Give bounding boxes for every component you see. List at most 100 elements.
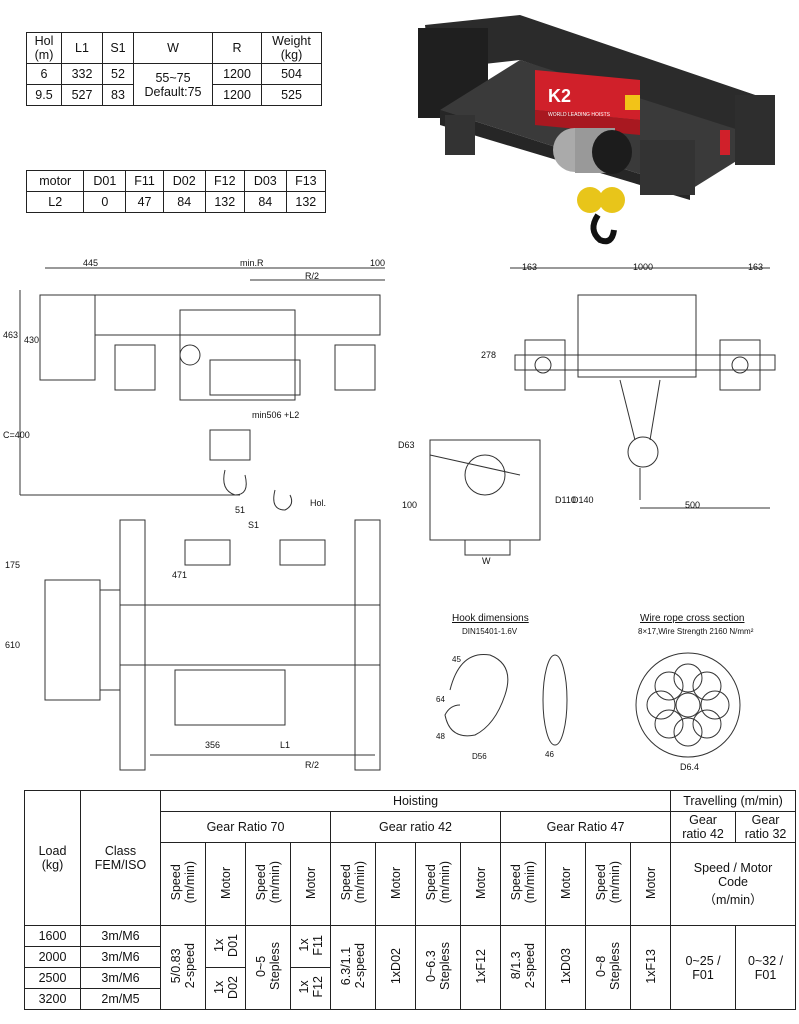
hoist-product-image: K2 WORLD LEADING HOISTS xyxy=(418,15,775,245)
hook-title: Hook dimensions xyxy=(452,613,529,624)
cell-travel-42: 0~25 / F01 xyxy=(670,925,737,1010)
dim-label: 500 xyxy=(685,500,701,510)
cell: 132 xyxy=(285,191,327,213)
dim-label: 445 xyxy=(83,258,99,268)
technical-drawing xyxy=(19,267,776,771)
cell-load: 3200 xyxy=(24,988,81,1010)
dim-label: D63 xyxy=(398,440,415,450)
header-travel-gear-42: Gear ratio 42 xyxy=(670,811,737,843)
header-motor: Motor xyxy=(643,866,658,899)
dim-label: 48 xyxy=(436,732,445,741)
dim-label: L1 xyxy=(280,740,291,750)
dim-label: 45 xyxy=(452,655,461,664)
wire-subtitle: 8×17,Wire Strength 2160 N/mm² xyxy=(638,627,754,636)
table-row: 9.5 527 83 1200 525 xyxy=(26,84,322,106)
spec-table: Load (kg) Class FEM/ISO Hoisting Travell… xyxy=(24,790,797,1010)
cell: 525 xyxy=(261,84,322,106)
header-weight: Weight (kg) xyxy=(261,32,322,64)
cell-motor: 1x F12 xyxy=(296,976,325,998)
cell-motor: 1x F11 xyxy=(296,934,325,956)
cell-motor: 1x D02 xyxy=(211,975,240,999)
table-row: 3200 2m/M5 xyxy=(24,988,796,1010)
dim-label: 163 xyxy=(748,262,764,272)
dim-label: 163 xyxy=(522,262,538,272)
dim-label: S1 xyxy=(248,520,260,530)
table-row: 1600 3m/M6 5/0.83 2-speed 1x D01 0~5 Ste… xyxy=(24,925,797,1010)
dim-label: 463 xyxy=(3,330,19,340)
cell: 84 xyxy=(243,191,287,213)
cell-speed: 0~5 Stepless xyxy=(254,942,282,990)
cell: 52 xyxy=(102,63,134,85)
cell-load: 1600 xyxy=(24,925,81,947)
cell-speed: 0~8 Stepless xyxy=(594,942,622,990)
header-hol: Hol (m) xyxy=(26,32,62,64)
dim-label: min.R xyxy=(240,258,264,268)
header-motor: Motor xyxy=(303,866,318,899)
dim-label: R/2 xyxy=(305,760,320,770)
header-motor: Motor xyxy=(558,866,573,899)
dim-label: D140 xyxy=(572,495,594,505)
header-motor: Motor xyxy=(218,866,233,899)
w-default: Default:75 xyxy=(144,84,202,99)
cell: 47 xyxy=(125,191,164,213)
wire-title: Wire rope cross section xyxy=(640,613,745,624)
cell: 1200 xyxy=(212,63,262,85)
cell-class: 2m/M5 xyxy=(80,988,161,1010)
cell: 84 xyxy=(162,191,206,213)
header-s1: S1 xyxy=(102,32,134,64)
dim-label: 100 xyxy=(370,258,386,268)
dim-label: min506 +L2 xyxy=(252,410,300,420)
cell-motor: 1xD03 xyxy=(558,947,573,985)
dim-label: W xyxy=(482,556,491,566)
header-speed: Speed (m/min) xyxy=(509,861,537,904)
header-r: R xyxy=(212,32,262,64)
cell-speed: 6.3/1.1 2-speed xyxy=(339,943,367,989)
table-row: 6 332 52 55~75 Default:75 1200 504 xyxy=(26,63,322,106)
cell: 83 xyxy=(102,84,134,106)
dim-label: R/2 xyxy=(305,271,320,281)
dim-label: 430 xyxy=(24,335,40,345)
header-gear-ratio-42: Gear ratio 42 xyxy=(330,811,501,843)
motor-table: motor D01 F11 D02 F12 D03 F13 L2 0 47 84… xyxy=(25,170,327,213)
header-speed: Speed (m/min) xyxy=(339,861,367,904)
cell-speed: 5/0.83 2-speed xyxy=(169,943,197,989)
header-speed: Speed (m/min) xyxy=(254,861,282,904)
wire-diameter: D6.4 xyxy=(680,762,700,772)
brand-logo: K2 xyxy=(548,86,571,106)
dim-label: 64 xyxy=(436,695,445,704)
header-motor: Motor xyxy=(473,866,488,899)
brand-tagline: WORLD LEADING HOISTS xyxy=(548,112,611,118)
w-range: 55~75 xyxy=(155,70,191,85)
cell-class: 3m/M6 xyxy=(80,925,161,947)
dim-label: 100 xyxy=(402,500,418,510)
header-gear-ratio-47: Gear Ratio 47 xyxy=(499,811,672,843)
header-speed: Speed (m/min) xyxy=(424,861,452,904)
cell: 9.5 xyxy=(26,84,62,106)
hook-standard: DIN15401-1.6V xyxy=(462,627,518,636)
cell: 0 xyxy=(83,191,127,213)
dim-label: 278 xyxy=(481,350,497,360)
header-speed-motor-code: Speed / Motor Code （m/min） xyxy=(670,842,797,926)
cell-load: 2500 xyxy=(24,967,81,989)
cell-speed: 0~6.3 Stepless xyxy=(424,942,452,990)
header-d01: D01 xyxy=(83,170,127,192)
cell: 132 xyxy=(204,191,245,213)
cell-motor: 1xF12 xyxy=(473,948,488,984)
cell-load: 2000 xyxy=(24,946,81,968)
header-motor: Motor xyxy=(388,866,403,899)
header-speed: Speed (m/min) xyxy=(594,861,622,904)
dim-label: 471 xyxy=(172,570,188,580)
cell: 504 xyxy=(261,63,322,85)
cell-travel-32: 0~32 / F01 xyxy=(735,925,797,1010)
dim-label: Hol. xyxy=(310,498,327,508)
cell-speed: 8/1.3 2-speed xyxy=(509,943,537,989)
header-f11: F11 xyxy=(125,170,164,192)
table-row: 2500 3m/M6 1x D02 1x F12 xyxy=(24,967,796,1010)
dim-label: 1000 xyxy=(633,262,654,272)
dim-label: D110 xyxy=(555,495,576,505)
dim-label: 610 xyxy=(5,640,21,650)
cell-w: 55~75 Default:75 xyxy=(133,63,213,106)
cell-motor: 1x D01 xyxy=(211,933,240,957)
dim-label: 46 xyxy=(545,750,554,759)
header-hoisting: Hoisting xyxy=(159,790,672,812)
